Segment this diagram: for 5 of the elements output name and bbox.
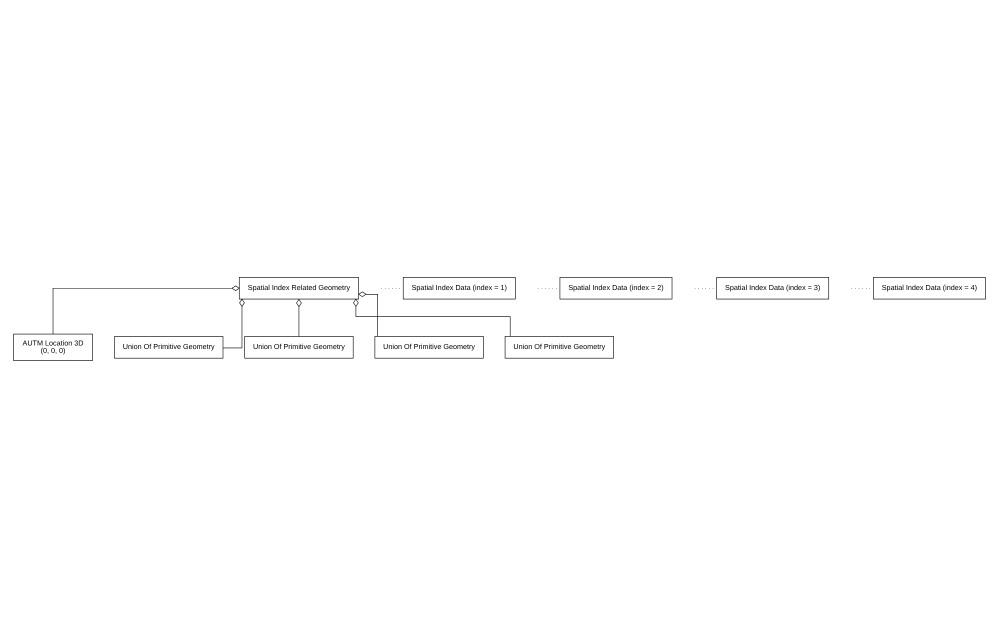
connector [358, 291, 378, 336]
connector [296, 298, 302, 336]
connector [352, 298, 510, 336]
connector [222, 298, 244, 348]
connector [52, 284, 240, 334]
